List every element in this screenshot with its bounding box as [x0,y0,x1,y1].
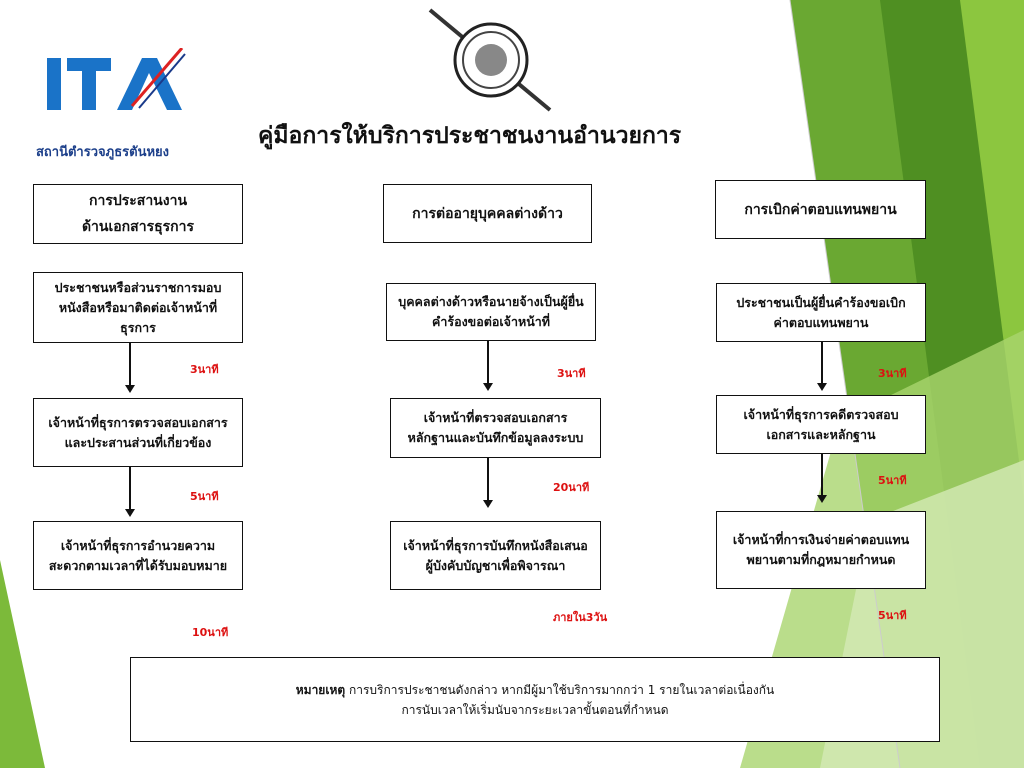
step-time: 3นาที [190,363,219,376]
note-text: การบริการประชาชนดังกล่าว หากมีผู้มาใช้บร… [348,682,775,697]
step-line: หลักฐานและบันทึกข้อมูลลงระบบ [407,430,584,445]
police-emblem [425,5,555,113]
step-line: สะดวกตามเวลาที่ได้รับมอบหมาย [48,557,228,573]
heading-line: การต่ออายุบุคคลต่างด้าว [412,205,563,222]
step-line: เอกสารและหลักฐาน [766,426,876,442]
column-2-heading: การต่ออายุบุคคลต่างด้าว [383,184,592,243]
step-time: 10นาที [192,626,229,639]
step-time: 3นาที [557,367,586,380]
step-line: เจ้าหน้าที่ธุรการตรวจสอบเอกสาร [48,414,228,430]
column-1-step-2: เจ้าหน้าที่ธุรการตรวจสอบเอกสาร และประสาน… [33,398,243,467]
column-3-heading: การเบิกค่าตอบแทนพยาน [715,180,926,239]
flow-arrow [483,458,493,508]
heading-line: การเบิกค่าตอบแทนพยาน [744,201,897,218]
note-line-1: หมายเหตุ การบริการประชาชนดังกล่าว หากมีผ… [296,680,774,700]
step-time: ภายใน3วัน [553,611,608,624]
flow-arrow [125,343,135,393]
flow-arrow [483,341,493,391]
note-box: หมายเหตุ การบริการประชาชนดังกล่าว หากมีผ… [130,657,940,742]
column-3-step-3: เจ้าหน้าที่การเงินจ่ายค่าตอบแทน พยานตามท… [716,511,926,589]
step-line: ค่าตอบแทนพยาน [773,314,869,330]
flow-arrow [817,454,827,503]
step-line: หนังสือหรือมาติดต่อเจ้าหน้าที่ [58,299,218,315]
step-line: พยานตามที่กฎหมายกำหนด [746,552,896,567]
step-time: 5นาที [878,474,907,487]
column-3-step-1: ประชาชนเป็นผู้ยื่นคำร้องขอเบิก ค่าตอบแทน… [716,283,926,342]
station-name: สถานีตำรวจภูธรตันหยง [36,145,169,160]
step-line: เจ้าหน้าที่ตรวจสอบเอกสาร [423,410,568,425]
heading-line: ด้านเอกสารธุรการ [81,219,195,235]
step-time: 5นาที [878,609,907,622]
column-3-step-2: เจ้าหน้าที่ธุรการคดีตรวจสอบ เอกสารและหลั… [716,395,926,454]
step-time: 20นาที [553,481,590,494]
step-line: ผู้บังคับบัญชาเพื่อพิจารณา [425,557,566,573]
column-1-step-3: เจ้าหน้าที่ธุรการอำนวยความ สะดวกตามเวลาท… [33,521,243,590]
step-time: 5นาที [190,490,219,503]
column-1-heading: การประสานงาน ด้านเอกสารธุรการ [33,184,243,244]
page-title: คู่มือการให้บริการประชาชนงานอำนวยการ [258,123,682,149]
step-line: เจ้าหน้าที่ธุรการอำนวยความ [60,537,216,553]
step-line: เจ้าหน้าที่ธุรการคดีตรวจสอบ [743,406,899,422]
step-line: คำร้องขอต่อเจ้าหน้าที่ [431,314,551,329]
step-line: ประชาชนเป็นผู้ยื่นคำร้องขอเบิก [736,294,906,310]
heading-line: การประสานงาน [88,193,188,209]
step-line: บุคคลต่างด้าวหรือนายจ้างเป็นผู้ยื่น [398,294,584,309]
note-label: หมายเหตุ [295,682,346,697]
column-2-step-3: เจ้าหน้าที่ธุรการบันทึกหนังสือเสนอ ผู้บั… [390,521,601,590]
flow-arrow [125,467,135,517]
column-1-step-1: ประชาชนหรือส่วนราชการมอบ หนังสือหรือมาติ… [33,272,243,343]
flow-arrow [817,342,827,391]
note-line-2: การนับเวลาให้เริ่มนับจากระยะเวลาขั้นตอนท… [401,702,669,717]
ita-logo [47,47,187,112]
step-line: และประสานส่วนที่เกี่ยวข้อง [64,434,212,450]
step-line: ประชาชนหรือส่วนราชการมอบ [54,279,222,295]
column-2-step-1: บุคคลต่างด้าวหรือนายจ้างเป็นผู้ยื่น คำร้… [386,283,596,341]
column-2-step-2: เจ้าหน้าที่ตรวจสอบเอกสาร หลักฐานและบันทึ… [390,398,601,458]
step-line: เจ้าหน้าที่การเงินจ่ายค่าตอบแทน [732,532,910,547]
step-line: เจ้าหน้าที่ธุรการบันทึกหนังสือเสนอ [403,537,588,553]
step-line: ธุรการ [120,319,156,335]
step-time: 3นาที [878,367,907,380]
